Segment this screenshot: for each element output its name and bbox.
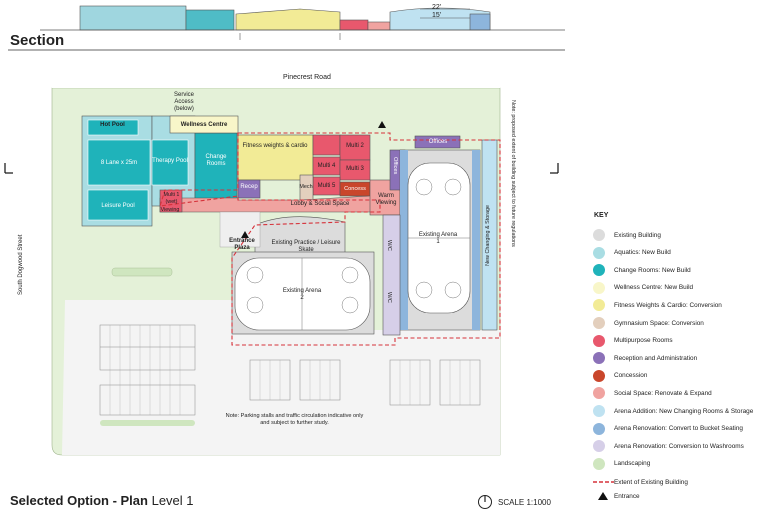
regulation-note: Note: proposed extent of building subjec… [510,100,516,247]
key-item: Landscaping [593,457,650,471]
room-lobby: Lobby & Social Space [290,201,350,207]
key-extent-row: Extent of Existing Building [593,475,688,489]
entrance-triangle-icon [598,492,608,500]
key-item-label: Existing Building [614,231,661,239]
key-swatch [593,422,605,435]
key-swatch [593,264,605,277]
key-item: Arena Renovation: Conversion to Washroom… [593,439,744,453]
north-arrow-icon [478,495,492,509]
room-wellness: Wellness Centre [180,122,228,128]
key-item-label: Concession [614,372,648,380]
room-multi1: Multi 1 (wet) [163,192,180,205]
room-arena1: Existing Arena 1 [418,232,458,245]
key-swatch [593,405,605,417]
key-swatch [593,369,605,382]
key-item: Existing Building [593,228,661,242]
plan-title-bold: Selected Option - Plan [10,493,148,508]
room-change-rooms: Change Rooms [205,154,227,167]
plan-scale: SCALE 1:1000 [498,498,551,507]
key-entrance-row: Entrance [593,489,640,503]
site-plan [4,84,559,456]
key-item-label: Wellness Centre: New Build [614,284,694,292]
road-north-label: Pinecrest Road [283,74,331,81]
room-fitness: Fitness weights & cardio [242,143,308,149]
room-offices-side: Offices [392,157,398,175]
plan-title-level: Level 1 [151,493,194,508]
parking-note: Note: Parking stalls and traffic circula… [225,413,364,426]
key-item: Change Rooms: New Build [593,263,691,277]
key-item: Arena Renovation: Convert to Bucket Seat… [593,422,743,436]
room-entrance-plaza: Entrance Plaza [229,238,255,251]
key-item: Aquatics: New Build [593,246,671,260]
key-item-label: Arena Renovation: Conversion to Washroom… [614,442,744,450]
section-dim-bottom: 15' [432,12,442,19]
room-multi4: Multi 4 [317,163,336,169]
key-swatch [593,387,605,400]
room-practice: Existing Practice / Leisure Skate [271,240,341,253]
section-dim-top: 22' [432,4,442,11]
key-item-label: Multipurpose Rooms [614,337,673,345]
key-item-label: Arena Addition: New Changing Rooms & Sto… [614,407,754,415]
key-swatch [593,246,605,259]
room-arena2: Existing Arena 2 [282,288,322,301]
key-item: Arena Addition: New Changing Rooms & Sto… [593,404,753,418]
room-multi3: Multi 3 [346,166,364,172]
key-title: KEY [594,212,609,219]
road-west-label: South Dogwood Street [18,234,24,295]
room-wc-1: W/C [386,240,392,251]
room-new-changing: New Changing & Storage [485,205,491,266]
key-item-label: Gymnasium Space: Conversion [614,319,704,327]
key-item: Concession [593,369,647,383]
key-extent-label: Extent of Existing Building [614,478,688,486]
service-access-label: Service Access (below) [173,92,194,112]
key-item: Wellness Centre: New Build [593,281,693,295]
key-swatch [593,440,605,453]
key-item-label: Landscaping [614,460,651,468]
section-drawing [8,5,565,51]
key-swatch [593,281,605,294]
key-item: Reception and Administration [593,351,697,365]
key-item: Multipurpose Rooms [593,334,673,348]
key-swatch [593,229,605,241]
key-item: Social Space: Renovate & Expand [593,386,712,400]
room-lane-pool: 8 Lane x 25m [100,160,138,166]
key-swatch [593,334,605,347]
key-entrance-label: Entrance [614,492,640,500]
key-swatch [593,352,605,365]
room-offices-top: Offices [428,139,448,145]
key-item-label: Reception and Administration [614,354,698,362]
room-multi5: Multi 5 [317,183,336,189]
room-hot-pool: Hot Pool [100,122,125,128]
room-recep: Recep [240,184,258,190]
room-therapy-pool: Therapy Pool [152,158,188,164]
key-swatch [593,457,605,470]
dashed-line-icon [593,481,614,483]
key-swatch [593,299,605,312]
key-item-label: Aquatics: New Build [614,249,671,257]
room-viewing-left: Viewing [160,207,180,213]
room-wc-2: W/C [386,292,392,303]
room-leisure-pool: Leisure Pool [101,203,135,209]
key-item-label: Change Rooms: New Build [614,266,691,274]
key-item-label: Fitness Weights & Cardio: Conversion [614,301,722,309]
key-swatch [593,317,605,329]
room-mech: Mech [299,184,313,190]
key-item: Fitness Weights & Cardio: Conversion [593,298,722,312]
key-item: Gymnasium Space: Conversion [593,316,704,330]
room-multi2: Multi 2 [346,143,364,149]
plan-title: Selected Option - Plan Level 1 [10,493,194,508]
key-item-label: Social Space: Renovate & Expand [614,389,712,397]
section-title: Section [10,32,65,49]
room-concess: Concess [344,186,366,192]
key-item-label: Arena Renovation: Convert to Bucket Seat… [614,425,743,433]
room-warm-viewing: Warm Viewing [375,193,397,206]
